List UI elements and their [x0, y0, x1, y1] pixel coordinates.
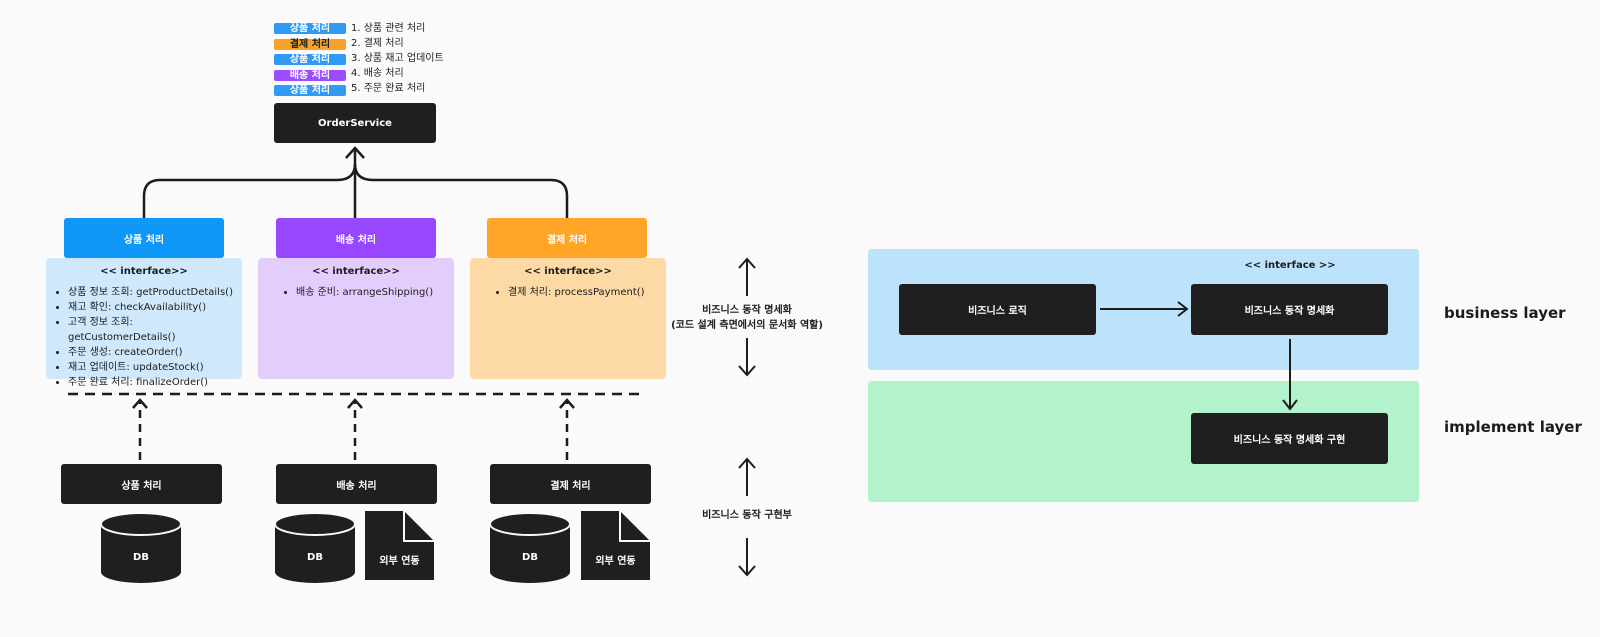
- legend-step: 3. 상품 재고 업데이트: [351, 53, 444, 64]
- business-logic-box: 비즈니스 로직: [899, 284, 1096, 335]
- external-label: 외부 연동: [379, 556, 420, 567]
- spec-label-line2: (코드 설계 측면에서의 문서화 역할): [671, 320, 823, 331]
- payment-impl-box: 결제 처리: [490, 464, 651, 504]
- business-spec-impl-box: 비즈니스 동작 명세화 구현: [1191, 413, 1388, 464]
- payment-interface-header: 결제 처리: [487, 218, 647, 258]
- order-service-box: OrderService: [274, 103, 436, 143]
- legend-tag: 배송 처리: [274, 70, 346, 81]
- method-item: 배송 준비: arrangeShipping(): [296, 285, 448, 300]
- product-interface-header: 상품 처리: [64, 218, 224, 258]
- method-item: 상품 정보 조회: getProductDetails(): [68, 285, 236, 300]
- doc-shape-payment: [581, 511, 650, 580]
- doc-shape-shipping: [365, 511, 434, 580]
- spec-label-line1: 비즈니스 동작 명세화: [702, 305, 792, 316]
- legend-step: 1. 상품 관련 처리: [351, 23, 426, 34]
- interface-title: << interface>>: [524, 266, 612, 277]
- db-cylinder-product: [100, 512, 182, 583]
- side-arrows: [738, 257, 756, 577]
- business-spec-box: 비즈니스 동작 명세화: [1191, 284, 1388, 335]
- method-list: 결제 처리: processPayment(): [476, 285, 660, 300]
- right-interface-tag: << interface >>: [1244, 260, 1336, 271]
- external-doc-shapes: [365, 511, 650, 580]
- method-list: 배송 준비: arrangeShipping(): [264, 285, 448, 300]
- legend-step: 4. 배송 처리: [351, 68, 404, 79]
- method-item: 결제 처리: processPayment(): [508, 285, 660, 300]
- db-label: DB: [522, 552, 538, 563]
- db-label: DB: [133, 552, 149, 563]
- shipping-interface-box: << interface>> 배송 준비: arrangeShipping(): [258, 258, 454, 379]
- spec-side-label: 비즈니스 동작 명세화 (코드 설계 측면에서의 문서화 역할): [668, 303, 826, 333]
- payment-interface-box: << interface>> 결제 처리: processPayment(): [470, 258, 666, 379]
- legend-tag: 상품 처리: [274, 23, 346, 34]
- db-cylinders: [100, 512, 571, 583]
- method-list: 상품 정보 조회: getProductDetails() 재고 확인: che…: [52, 285, 236, 390]
- method-item: 주문 생성: createOrder(): [68, 345, 236, 360]
- impl-side-label: 비즈니스 동작 구현부: [702, 510, 792, 521]
- interface-title: << interface>>: [312, 266, 400, 277]
- method-item: 재고 업데이트: updateStock(): [68, 360, 236, 375]
- business-layer-label: business layer: [1444, 304, 1566, 322]
- method-item: 재고 확인: checkAvailability(): [68, 300, 236, 315]
- method-item: 주문 완료 처리: finalizeOrder(): [68, 375, 236, 390]
- legend-tag: 상품 처리: [274, 85, 346, 96]
- external-label: 외부 연동: [595, 556, 636, 567]
- legend-step: 5. 주문 완료 처리: [351, 83, 426, 94]
- dashed-arrows: [132, 398, 575, 460]
- product-interface-box: << interface>> 상품 정보 조회: getProductDetai…: [46, 258, 242, 388]
- db-cylinder-payment: [489, 512, 571, 583]
- interface-title: << interface>>: [100, 266, 188, 277]
- method-item: 고객 정보 조회: getCustomerDetails(): [68, 315, 236, 345]
- product-impl-box: 상품 처리: [61, 464, 222, 504]
- shipping-interface-header: 배송 처리: [276, 218, 436, 258]
- legend-tag: 상품 처리: [274, 54, 346, 65]
- legend-step: 2. 결제 처리: [351, 38, 404, 49]
- shipping-impl-box: 배송 처리: [276, 464, 437, 504]
- tree-connector: [142, 146, 569, 218]
- db-cylinder-shipping: [274, 512, 356, 583]
- legend-tag: 결제 처리: [274, 39, 346, 50]
- implement-layer-label: implement layer: [1444, 418, 1582, 436]
- db-label: DB: [307, 552, 323, 563]
